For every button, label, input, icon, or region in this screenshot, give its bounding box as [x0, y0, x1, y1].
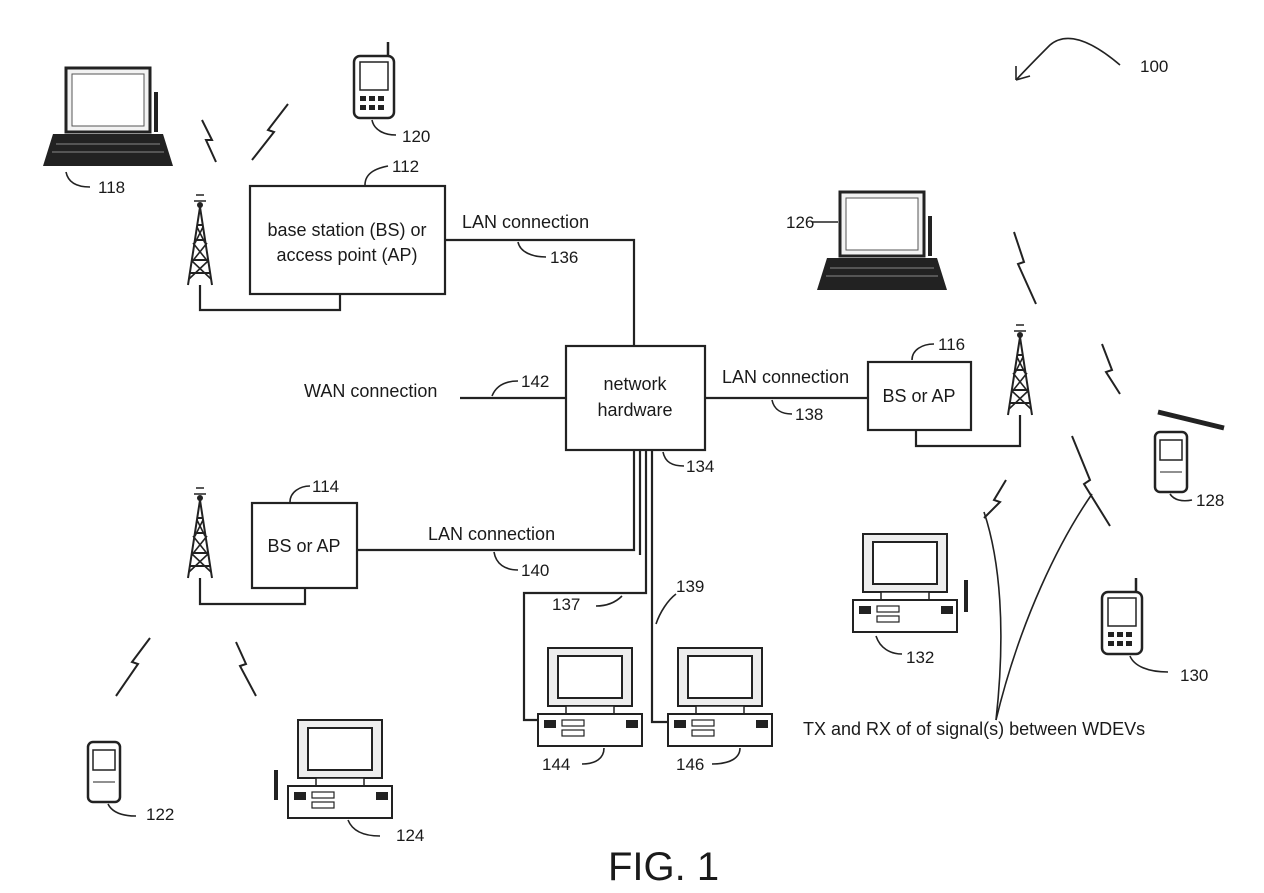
laptop-126-ref: 126: [786, 213, 814, 232]
bs-ap-116-label: BS or AP: [882, 386, 955, 406]
pda-icon: [354, 42, 394, 118]
bs-ap-114: BS or AP 114: [252, 477, 357, 588]
bs-ap-112: base station (BS) or access point (AP) 1…: [250, 157, 445, 294]
desktop-124: 124: [276, 720, 424, 845]
desktop-146: 146: [668, 648, 772, 774]
bs-ap-112-line1: base station (BS) or: [267, 220, 426, 240]
phone-120-ref: 120: [402, 127, 430, 146]
desktop-132: 132: [853, 534, 966, 667]
network-hardware-ref: 134: [686, 457, 714, 476]
wan-connection-142: WAN connection 142: [304, 372, 549, 401]
desktop-132-ref: 132: [906, 648, 934, 667]
wan-142-ref: 142: [521, 372, 549, 391]
system-ref-label: 100: [1140, 57, 1168, 76]
cell-phone-icon: [88, 742, 120, 802]
tower-icon-116: [1008, 325, 1032, 415]
desktop-144: 144: [538, 648, 642, 774]
system-reference: 100: [1016, 39, 1168, 80]
desktop-124-ref: 124: [396, 826, 424, 845]
cell-122: 122: [88, 742, 174, 824]
desktop-icon: [853, 534, 957, 632]
desktop-icon: [668, 648, 772, 746]
desktop-146-ref: 146: [676, 755, 704, 774]
bs-ap-116: BS or AP 116: [868, 335, 971, 430]
laptop-118-ref: 118: [98, 178, 125, 197]
wan-142-label: WAN connection: [304, 381, 437, 401]
bs-ap-114-ref: 114: [312, 477, 339, 496]
laptop-118: 118: [43, 68, 173, 197]
bs-ap-112-ref: 112: [392, 157, 419, 176]
tower-icon-114: [188, 488, 212, 578]
lan-connection-138: LAN connection 138: [722, 367, 849, 424]
figure-label: FIG. 1: [608, 845, 719, 889]
lan-140-label: LAN connection: [428, 524, 555, 544]
cell-128: 128: [1155, 412, 1224, 510]
laptop-126: 126: [786, 192, 947, 290]
bs-ap-112-line2: access point (AP): [276, 245, 417, 265]
bs-ap-116-ref: 116: [938, 335, 965, 354]
lan-connection-140: LAN connection 140: [428, 524, 555, 580]
lan-138-label: LAN connection: [722, 367, 849, 387]
pda-icon: [1102, 578, 1142, 654]
phone-130: 130: [1102, 578, 1208, 685]
link-139: 139: [656, 577, 704, 624]
desktop-144-ref: 144: [542, 755, 570, 774]
desktop-icon: [538, 648, 642, 746]
laptop-icon: [817, 192, 947, 290]
bs-ap-114-label: BS or AP: [267, 536, 340, 556]
cell-128-ref: 128: [1196, 491, 1224, 510]
link-137-ref: 137: [552, 595, 580, 614]
lan-136-label: LAN connection: [462, 212, 589, 232]
link-137: 137: [552, 595, 622, 614]
lan-138-ref: 138: [795, 405, 823, 424]
link-139-ref: 139: [676, 577, 704, 596]
phone-120: 120: [354, 42, 430, 146]
cell-phone-icon: [1155, 432, 1187, 492]
network-hardware-line1: network: [603, 374, 667, 394]
phone-130-ref: 130: [1180, 666, 1208, 685]
lan-136-ref: 136: [550, 248, 578, 267]
tower-icon-112: [188, 195, 212, 285]
laptop-icon: [43, 68, 173, 166]
network-hardware-line2: hardware: [597, 400, 672, 420]
wdev-signal-label: TX and RX of of signal(s) between WDEVs: [803, 719, 1145, 739]
cell-122-ref: 122: [146, 805, 174, 824]
desktop-icon: [288, 720, 392, 818]
lan-140-ref: 140: [521, 561, 549, 580]
